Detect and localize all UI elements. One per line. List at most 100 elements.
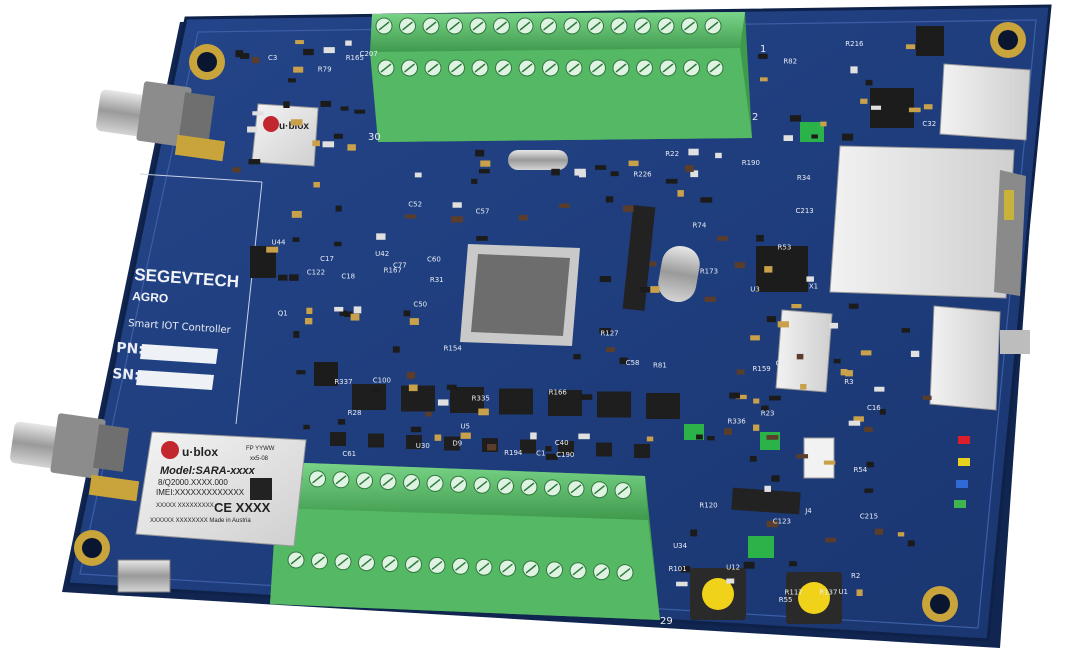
smd-part (789, 561, 797, 567)
terminal-screw[interactable] (657, 17, 675, 35)
terminal-screw[interactable] (614, 482, 632, 500)
terminal-screw[interactable] (375, 17, 393, 35)
terminal-screw[interactable] (520, 478, 538, 496)
smd-part (303, 424, 310, 430)
terminal-screw[interactable] (681, 17, 698, 35)
terminal-screw[interactable] (334, 553, 352, 571)
silk-label: C64 (776, 359, 790, 367)
pn-field (140, 344, 218, 364)
terminal-screw[interactable] (706, 59, 724, 77)
terminal-screw[interactable] (493, 17, 510, 35)
silk-label: U42 (375, 250, 389, 258)
silk-label: R216 (845, 40, 864, 48)
terminal-screw[interactable] (452, 557, 469, 575)
terminal-screw[interactable] (448, 59, 465, 77)
terminal-screw[interactable] (399, 17, 416, 35)
terminal-screw[interactable] (616, 564, 634, 582)
terminal-screw[interactable] (381, 555, 399, 573)
terminal-screw[interactable] (422, 17, 440, 35)
smd-part (749, 455, 757, 462)
transistor (406, 435, 422, 449)
terminal-screw[interactable] (522, 560, 540, 578)
terminal-screw[interactable] (704, 17, 722, 35)
terminal-screw[interactable] (311, 552, 328, 570)
terminal-screw[interactable] (287, 551, 305, 569)
smd-part (480, 160, 491, 167)
silk-label: C77 (393, 261, 407, 269)
transistor (444, 436, 460, 451)
smd-part (471, 393, 481, 399)
silk-label: C50 (413, 301, 427, 309)
cell-module-ce: CE XXXX (214, 500, 271, 515)
terminal-screw[interactable] (546, 561, 563, 579)
terminal-screw[interactable] (591, 481, 608, 499)
smd-part (545, 445, 552, 452)
silk-label: R3 (844, 378, 853, 386)
smd-part (840, 368, 848, 376)
terminal-screw[interactable] (516, 17, 534, 35)
crystal-x2 (658, 245, 700, 303)
cell-module-code-1: 8/Q2000.XXXX.000 (158, 478, 228, 487)
terminal-screw[interactable] (424, 59, 442, 77)
terminal-screw[interactable] (565, 59, 583, 77)
terminal-screw[interactable] (589, 59, 606, 77)
terminal-screw[interactable] (309, 470, 326, 488)
smd-part (460, 432, 471, 439)
terminal-screw[interactable] (426, 474, 444, 492)
silk-label: R226 (633, 170, 652, 178)
terminal-screw[interactable] (544, 479, 561, 497)
terminal-screw[interactable] (469, 17, 487, 35)
terminal-screw[interactable] (356, 472, 373, 490)
terminal-screw[interactable] (634, 17, 651, 35)
terminal-screw[interactable] (563, 17, 581, 35)
terminal-screw[interactable] (358, 554, 375, 572)
terminal-screw[interactable] (542, 59, 559, 77)
silk-label: U3 (750, 285, 760, 293)
terminal-screw[interactable] (497, 477, 514, 495)
smd-part (452, 202, 462, 208)
terminal-screw[interactable] (405, 556, 422, 573)
terminal-screw[interactable] (473, 476, 491, 494)
smd-part (406, 371, 416, 379)
terminal-screw[interactable] (475, 558, 493, 576)
terminal-screw[interactable] (495, 59, 512, 77)
terminal-screw[interactable] (659, 59, 677, 77)
terminal-screw[interactable] (518, 59, 536, 77)
mounting-hole-bottom-left (74, 530, 110, 566)
driver-chip (548, 390, 582, 416)
smd-part (518, 214, 528, 221)
cell-module-fp: FP YYWW (246, 446, 275, 452)
terminal-screw[interactable] (332, 471, 350, 489)
terminal-screw[interactable] (567, 480, 585, 498)
terminal-screw[interactable] (540, 17, 557, 35)
terminal-screw[interactable] (612, 59, 630, 77)
terminal-screw[interactable] (379, 473, 397, 491)
smd-part (766, 520, 779, 528)
terminal-screw[interactable] (450, 475, 467, 493)
terminal-screw[interactable] (683, 59, 700, 77)
driver-chip (597, 391, 631, 418)
terminal-screw[interactable] (569, 562, 587, 580)
smd-part (335, 205, 342, 212)
terminal-screw[interactable] (377, 59, 395, 77)
smd-part (606, 347, 615, 353)
transistor (558, 441, 574, 455)
terminal-screw[interactable] (587, 17, 604, 35)
terminal-screw[interactable] (636, 59, 653, 77)
smd-part (306, 307, 313, 314)
silk-label: R335 (472, 394, 490, 402)
crystal-x1 (508, 150, 568, 170)
capacitor-green-3 (748, 536, 774, 558)
terminal-screw[interactable] (428, 556, 446, 574)
smd-part (304, 317, 313, 325)
pn-label: PN: (116, 340, 145, 358)
terminal-screw[interactable] (610, 17, 628, 35)
terminal-screw[interactable] (446, 17, 463, 35)
terminal-screw[interactable] (593, 563, 610, 581)
smd-part (758, 53, 768, 59)
terminal-screw[interactable] (499, 559, 516, 577)
terminal-screw[interactable] (401, 59, 418, 77)
smd-part (690, 529, 698, 537)
terminal-screw[interactable] (471, 59, 489, 77)
terminal-screw[interactable] (403, 474, 420, 491)
